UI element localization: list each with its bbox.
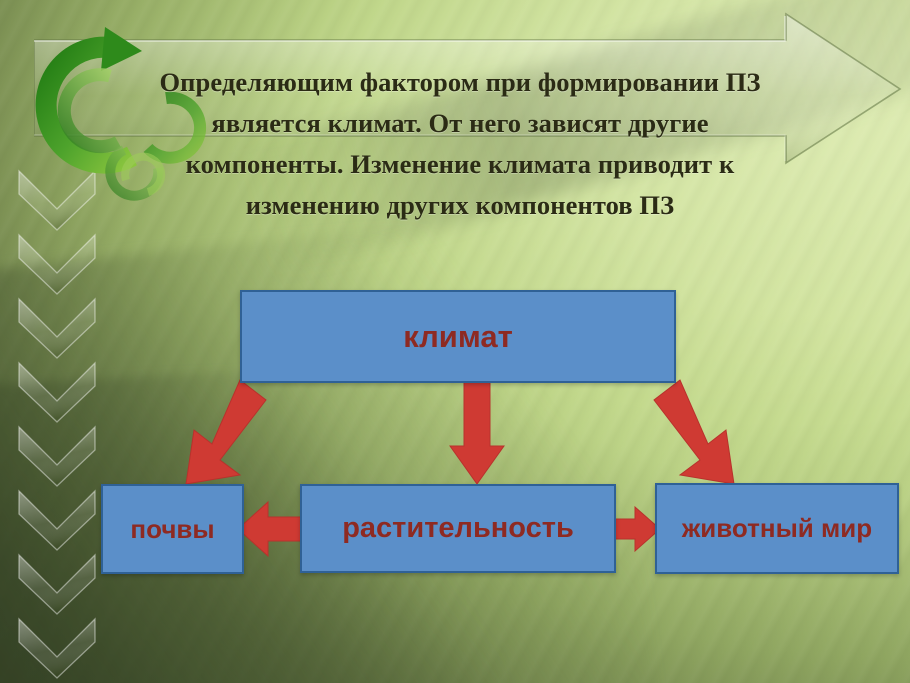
- arrow-climate-to-soil-icon: [176, 378, 286, 496]
- recycle-swirl-icon: [6, 20, 216, 220]
- title-line-1: Определяющим фактором при формировании П…: [159, 67, 761, 97]
- node-label-fauna: животный мир: [681, 513, 873, 543]
- slide-title: Определяющим фактором при формировании П…: [45, 62, 875, 226]
- title-line-2: является климат. От него зависят другие: [211, 108, 709, 138]
- title-line-4: изменению других компонентов ПЗ: [245, 190, 675, 220]
- chevron-down-icon: [16, 616, 98, 680]
- chevron-down-icon: [16, 488, 98, 552]
- arrow-vegetation-to-fauna-icon: [612, 505, 661, 553]
- title-line-3: компоненты. Изменение климата приводит к: [185, 149, 735, 179]
- chevron-down-icon: [16, 232, 98, 296]
- chevron-down-icon: [16, 360, 98, 424]
- arrow-climate-to-vegetation-icon: [448, 379, 506, 488]
- chevron-down-icon: [16, 296, 98, 360]
- diagram-node-vegetation[interactable]: растительность: [300, 484, 616, 573]
- chevron-down-icon: [16, 168, 98, 232]
- chevron-down-icon: [16, 552, 98, 616]
- arrow-climate-to-fauna-icon: [650, 378, 762, 496]
- node-label-vegetation: растительность: [342, 512, 574, 544]
- node-label-climate: климат: [403, 318, 513, 354]
- diagram-node-soil[interactable]: почвы: [101, 484, 244, 574]
- chevron-strip: [16, 168, 98, 679]
- diagram-node-fauna[interactable]: животный мир: [655, 483, 899, 574]
- banner-arrow-outline-icon: [34, 8, 902, 170]
- chevron-down-icon: [16, 424, 98, 488]
- node-label-soil: почвы: [130, 513, 215, 544]
- diagram-node-climate[interactable]: климат: [240, 290, 676, 383]
- arrow-vegetation-to-soil-icon: [237, 500, 308, 558]
